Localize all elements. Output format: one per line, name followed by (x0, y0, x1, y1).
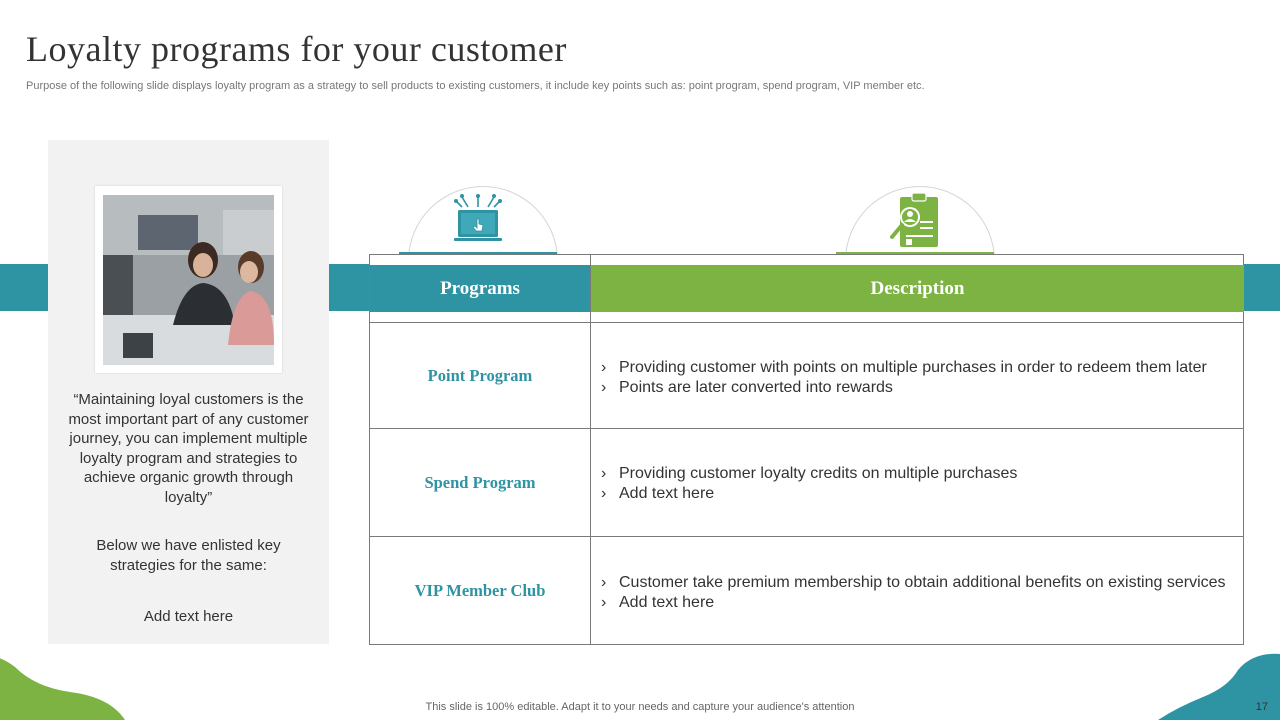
bullet-text: Providing customer loyalty credits on mu… (619, 465, 1018, 482)
green-corner-blob (0, 658, 125, 720)
office-photo (103, 195, 274, 365)
table-row: ›Points are later converted into rewards (601, 378, 893, 396)
bullet-text: Points are later converted into rewards (619, 378, 893, 396)
program-description-point: ›Providing customer with points on multi… (599, 358, 1239, 397)
table-row: ›Providing customer loyalty credits on m… (601, 465, 1018, 482)
program-name-point: Point Program (427, 365, 533, 385)
table-column-divider (590, 255, 591, 644)
footer-note: This slide is 100% editable. Adapt it to… (425, 701, 855, 713)
side-below-text: Below we have enlisted key strategies fo… (96, 537, 281, 574)
page-subtitle: Purpose of the following slide displays … (26, 80, 925, 92)
side-quote: “Maintaining loyal customers is the most… (68, 391, 309, 506)
table-row: ›Providing customer with points on multi… (601, 359, 1207, 376)
row-divider (370, 322, 1243, 323)
bullet-text: Add text here (619, 593, 715, 611)
bullet-text: Providing customer with points on multip… (619, 359, 1207, 376)
side-add-text: Add text here (143, 608, 234, 625)
program-description-vip: ›Customer take premium membership to obt… (599, 573, 1239, 612)
programs-table: Programs Description Point Program ›Prov… (369, 254, 1244, 645)
table-row: ›Add text here (601, 484, 715, 502)
programs-arc-underline (399, 252, 557, 255)
description-arc-underline (836, 252, 994, 255)
row-divider (370, 428, 1243, 429)
program-description-spend: ›Providing customer loyalty credits on m… (599, 464, 1239, 503)
photo-frame (95, 186, 282, 373)
teal-band-right (1243, 264, 1280, 311)
header-description: Description (591, 265, 1244, 312)
laptop-click-icon (454, 194, 502, 241)
office-photo-image (103, 195, 274, 365)
page-number: 17 (1255, 701, 1268, 713)
table-row: ›Add text here (601, 593, 715, 611)
clipboard-search-icon (890, 192, 938, 247)
bullet-text: Customer take premium membership to obta… (619, 574, 1226, 591)
bullet-text: Add text here (619, 484, 715, 502)
header-programs: Programs (370, 265, 590, 312)
program-name-vip: VIP Member Club (414, 581, 546, 600)
teal-band-left (0, 264, 48, 311)
page-title: Loyalty programs for your customer (26, 29, 567, 69)
program-name-spend: Spend Program (424, 472, 536, 492)
table-row: ›Customer take premium membership to obt… (601, 574, 1226, 591)
teal-corner-blob (1158, 653, 1280, 720)
row-divider (370, 536, 1243, 537)
